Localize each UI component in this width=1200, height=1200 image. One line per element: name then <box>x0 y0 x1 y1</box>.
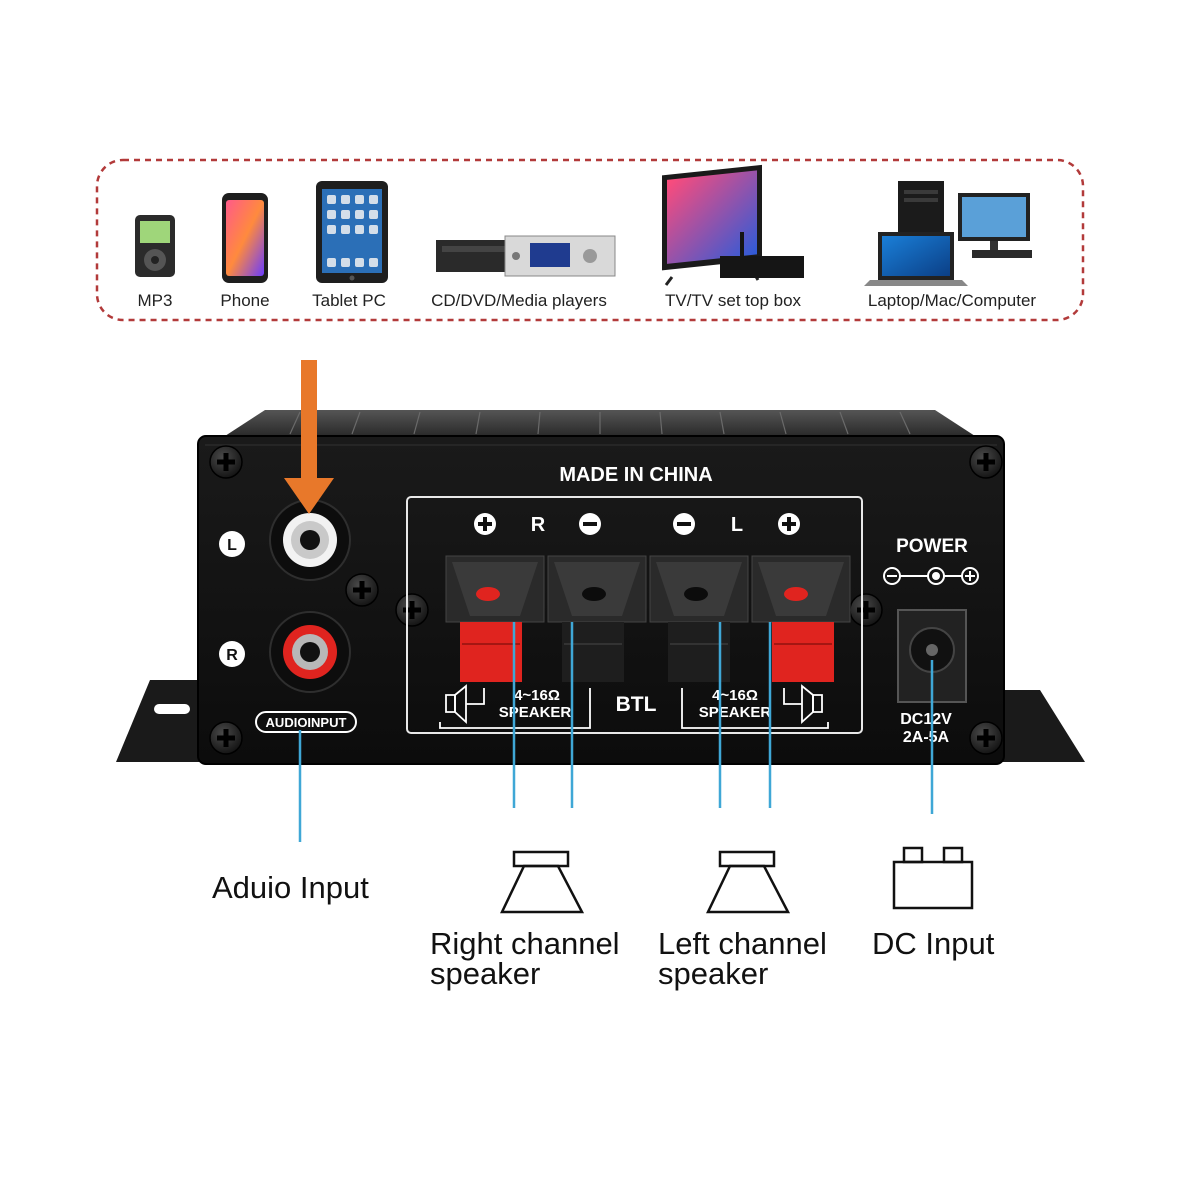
plus-icon <box>474 513 496 535</box>
jack-label-left: L <box>219 531 245 557</box>
terminal-left-positive[interactable] <box>751 555 851 682</box>
tv-icon <box>662 164 804 286</box>
speaker-icon <box>706 850 791 914</box>
screw-mid-left <box>345 573 379 607</box>
screw-bottom-right <box>969 721 1003 755</box>
caption-right-speaker-line-2: speaker <box>430 956 540 991</box>
dc-polarity-icon <box>883 567 979 585</box>
dc-spec-line-2: 2A-5A <box>903 729 950 746</box>
caption-right-speaker-line-1: Right channel <box>430 926 620 961</box>
rca-jack-right[interactable] <box>269 611 351 693</box>
impedance-left-label: 4~16Ω <box>712 687 758 704</box>
channel-r-label: R <box>531 514 546 536</box>
audio-input-panel-label: AUDIOINPUT <box>255 711 357 733</box>
power-label: POWER <box>896 536 968 557</box>
screw-bottom-left <box>209 721 243 755</box>
speaker-terminal-block: MADE IN CHINA R L <box>406 464 863 734</box>
heatsink-fins <box>289 411 911 435</box>
device-label-computer: Laptop/Mac/Computer <box>868 291 1037 310</box>
device-label-tablet: Tablet PC <box>312 291 386 310</box>
speaker-marking-left <box>681 684 829 729</box>
rca-jack-left[interactable] <box>269 499 351 581</box>
smartphone-icon <box>222 193 268 283</box>
device-label-phone: Phone <box>220 291 269 310</box>
device-label-tv: TV/TV set top box <box>665 291 802 310</box>
flange-slot <box>154 704 190 714</box>
mounting-flange-right <box>1000 690 1085 762</box>
minus-icon <box>673 513 695 535</box>
made-in-label: MADE IN CHINA <box>559 464 712 486</box>
caption-left-speaker-line-1: Left channel <box>658 926 827 961</box>
speaker-icon <box>500 850 585 914</box>
amplifier-chassis: L R AUDIOINPUT MADE IN CHINA R <box>116 410 1085 765</box>
leader-lines <box>298 622 934 842</box>
svg-text:R: R <box>226 647 238 664</box>
impedance-right-label: 4~16Ω <box>514 687 560 704</box>
minus-icon <box>579 513 601 535</box>
screw-top-right <box>969 445 1003 479</box>
input-arrow <box>284 360 334 514</box>
mp3-player-icon <box>135 215 175 277</box>
channel-l-label: L <box>731 514 743 536</box>
device-label-media-players: CD/DVD/Media players <box>431 291 607 310</box>
svg-text:AUDIOINPUT: AUDIOINPUT <box>266 715 347 730</box>
dc-spec-line-1: DC12V <box>900 711 952 728</box>
svg-text:L: L <box>227 537 237 554</box>
btl-label: BTL <box>616 693 657 716</box>
plus-icon <box>778 513 800 535</box>
speaker-left-label: SPEAKER <box>699 704 772 721</box>
computer-icon <box>864 181 1032 286</box>
screw-terminal-left <box>395 593 429 627</box>
caption-left-speaker-line-2: speaker <box>658 956 768 991</box>
tablet-icon <box>316 181 388 283</box>
device-labels: MP3 Phone Tablet PC CD/DVD/Media players… <box>138 291 1037 310</box>
caption-audio-input: Aduio Input <box>212 870 369 905</box>
dashed-border <box>95 158 1085 322</box>
source-devices-panel: MP3 Phone Tablet PC CD/DVD/Media players… <box>95 158 1085 322</box>
device-label-mp3: MP3 <box>138 291 173 310</box>
speaker-right-label: SPEAKER <box>499 704 572 721</box>
terminal-right-positive[interactable] <box>445 555 545 682</box>
caption-dc-input: DC Input <box>872 926 995 961</box>
screw-top-left <box>209 445 243 479</box>
mounting-flange-left <box>116 680 200 762</box>
dc-power-jack[interactable] <box>897 609 967 703</box>
screw-terminal-right <box>849 593 883 627</box>
battery-icon <box>892 846 974 910</box>
jack-label-right: R <box>219 641 245 667</box>
media-player-icon <box>436 235 616 277</box>
